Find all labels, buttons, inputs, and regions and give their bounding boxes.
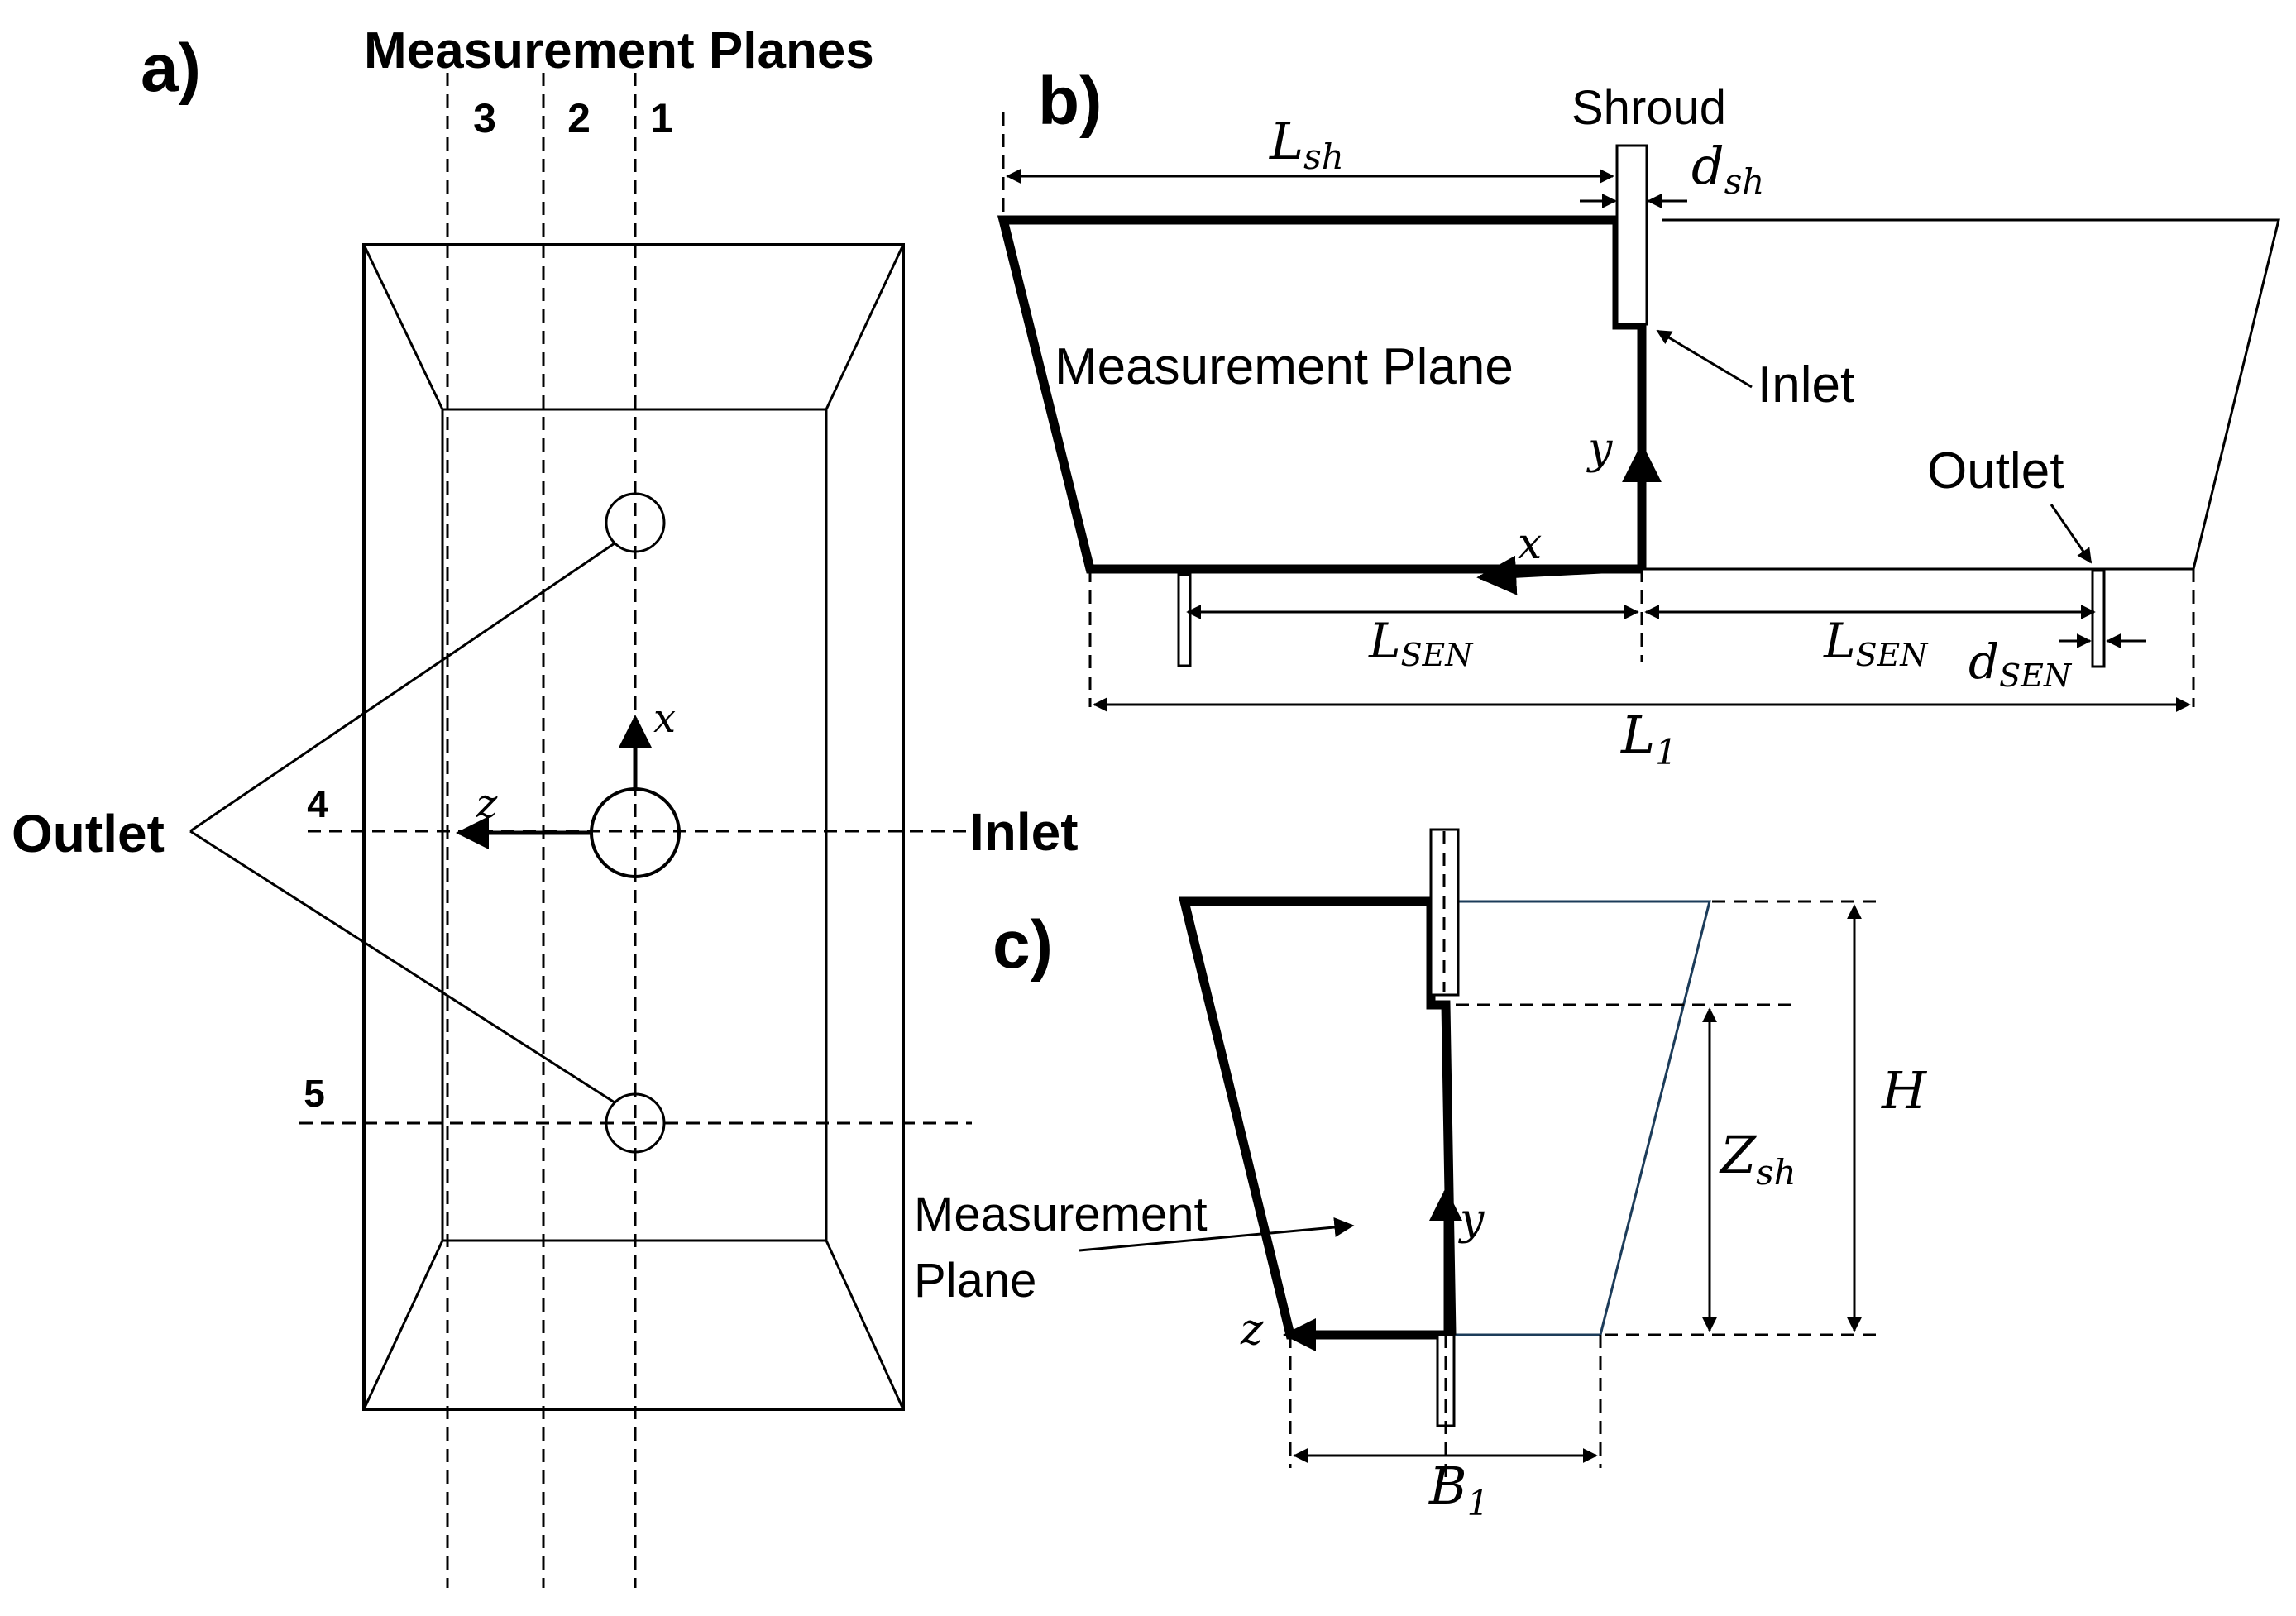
inlet-pointer-arrow [1656, 329, 1753, 389]
l1-dimension-label: L1 [1620, 705, 1677, 772]
lsen-dimension-label-left: LSEN [1368, 613, 1474, 673]
z-axis-label-c: z [1240, 1305, 1264, 1355]
plane-number-4: 4 [307, 782, 328, 825]
outlet-leader-top [189, 542, 615, 833]
bevel-line-bottom-right [825, 1240, 905, 1410]
measurement-plane-label-c-line1: Measurement [914, 1188, 1208, 1241]
outlet-circle-bottom [605, 1092, 666, 1154]
trapezoid-right-outline [1642, 218, 2280, 571]
left-nozzle [1177, 573, 1192, 667]
zsh-dimension-label: Zsh [1719, 1125, 1796, 1193]
measurement-plane-label-b: Measurement Plane [1055, 338, 1514, 395]
plane-number-5: 5 [304, 1072, 325, 1115]
b1-dimension-label: B1 [1428, 1456, 1489, 1523]
measurement-plane-outline-c [1178, 896, 1457, 1340]
outlet-label: Outlet [12, 804, 165, 863]
plane-number-1: 1 [650, 95, 673, 141]
panel-c-label: c) [993, 907, 1053, 983]
h-dimension-label: H [1881, 1060, 1928, 1121]
panel-c: c) H Zsh B1 y z Measurement Plane [914, 828, 1928, 1523]
outlet-label-b: Outlet [1927, 442, 2064, 500]
measurement-plane-label-c-line2: Plane [914, 1254, 1036, 1308]
y-axis-label-b: y [1586, 424, 1613, 474]
plane-number-3: 3 [473, 95, 496, 141]
y-axis-label-c: y [1458, 1195, 1485, 1245]
panel-a-label: a) [141, 31, 201, 106]
outlet-pointer-arrow [2050, 504, 2093, 564]
z-axis-label: z [476, 781, 498, 827]
panel-a: a) Measurement Planes 3 2 1 4 5 x z [12, 22, 1079, 1588]
x-axis-label-b: x [1518, 519, 1542, 569]
panel-b: b) Shroud Measurement Plane Inlet Outlet… [997, 64, 2280, 772]
outlet-leader-bottom [189, 830, 615, 1104]
lsh-dimension-label: Lsh [1269, 111, 1344, 177]
dsh-dimension-label: dsh [1691, 136, 1764, 202]
tundish-outer-outline [362, 243, 905, 1411]
bevel-line-top-left [362, 244, 444, 410]
bevel-line-top-right [825, 244, 905, 410]
measurement-plane-pointer-c [1079, 1217, 1355, 1252]
lsen-dimension-label-right: LSEN [1823, 613, 1929, 673]
bevel-line-bottom-left [362, 1240, 444, 1410]
plane-number-2: 2 [567, 95, 591, 141]
shroud-tube [1615, 144, 1648, 326]
inlet-label: Inlet [969, 802, 1079, 862]
trapezoid-right-outline-c [1452, 900, 1711, 1336]
x-axis-arrow-b [1476, 555, 1643, 595]
outlet-nozzle [2091, 569, 2106, 668]
inlet-label-b: Inlet [1758, 356, 1854, 414]
x-axis-label: x [653, 696, 676, 742]
outlet-circle-top [605, 492, 666, 553]
dsen-dimension-label: dSEN [1968, 633, 2073, 694]
measurement-planes-title: Measurement Planes [364, 22, 874, 79]
panel-b-label: b) [1038, 64, 1102, 139]
shroud-label: Shroud [1571, 81, 1726, 135]
